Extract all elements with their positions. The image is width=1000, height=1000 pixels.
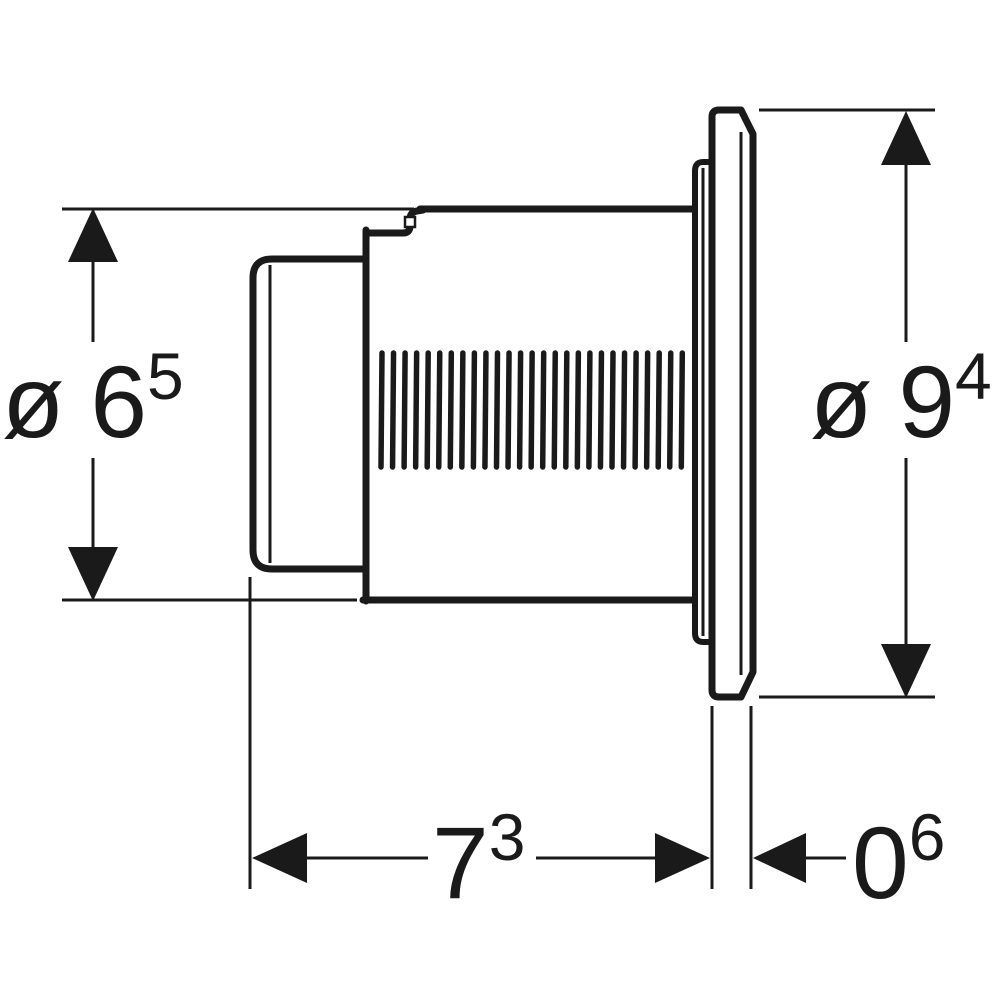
bellows-rib	[424, 350, 431, 470]
arrowhead-up	[68, 208, 118, 262]
label-depth: 73	[432, 804, 525, 920]
bellows-rib	[470, 350, 478, 470]
arrowhead-down	[881, 644, 931, 698]
bellows-rib	[459, 350, 466, 470]
bellows-rib	[412, 350, 420, 470]
bellows-ribs	[378, 350, 686, 470]
dimension-plate-thickness	[753, 833, 846, 883]
bellows-rib	[401, 350, 408, 470]
arrowhead-up	[881, 111, 931, 165]
button-cap-outline	[249, 255, 370, 573]
bellows-rib	[655, 350, 662, 470]
dimension-depth	[252, 833, 710, 883]
diameter-symbol: ø	[810, 345, 873, 459]
bellows-rib	[597, 350, 605, 470]
bellows-rib	[586, 350, 593, 470]
bellows-rib	[620, 350, 628, 470]
arrowhead-left	[753, 833, 806, 883]
clamp-outer-line	[692, 159, 712, 645]
actuator-body	[359, 205, 697, 605]
bellows-rib	[667, 350, 674, 470]
bellows-rib	[378, 350, 385, 470]
bellows-rib	[563, 350, 570, 470]
bellows-rib	[493, 350, 501, 470]
dimension-superscript: 3	[488, 800, 526, 874]
bellows-rib	[516, 350, 524, 470]
extension-lines	[62, 108, 935, 889]
bellows-rib	[551, 350, 558, 470]
arrowhead-down	[68, 547, 118, 601]
bellows-rib	[482, 350, 489, 470]
arrowhead-left	[252, 833, 307, 883]
dimension-left-diameter	[68, 208, 118, 601]
bellows-rib	[539, 350, 547, 470]
bellows-rib	[609, 350, 616, 470]
bellows-rib	[505, 350, 512, 470]
bellows-rib	[678, 350, 686, 470]
dimension-value: 7	[432, 806, 489, 920]
dimension-superscript: 5	[147, 339, 184, 413]
button-cap	[249, 255, 370, 573]
bellows-rib	[528, 350, 535, 470]
dimension-value: 9	[898, 345, 956, 459]
bellows-rib	[632, 350, 639, 470]
label-plate-thickness: 06	[852, 804, 945, 920]
bellows-rib	[643, 350, 651, 470]
diameter-symbol: ø	[2, 345, 65, 459]
bellows-rib	[574, 350, 582, 470]
bellows-rib	[436, 350, 443, 470]
body-notch	[403, 215, 417, 229]
dimension-value: 0	[852, 806, 909, 920]
arrowhead-right	[655, 833, 710, 883]
bellows-rib	[447, 350, 455, 470]
bellows-rib	[389, 350, 397, 470]
wall-plate-outline	[708, 106, 757, 701]
wall-plate	[708, 106, 757, 701]
dimension-right-diameter	[881, 111, 931, 698]
dimension-superscript: 6	[908, 800, 946, 874]
dimension-superscript: 4	[955, 339, 992, 413]
dimension-value: 6	[90, 345, 148, 459]
clamp-cone	[692, 159, 712, 645]
